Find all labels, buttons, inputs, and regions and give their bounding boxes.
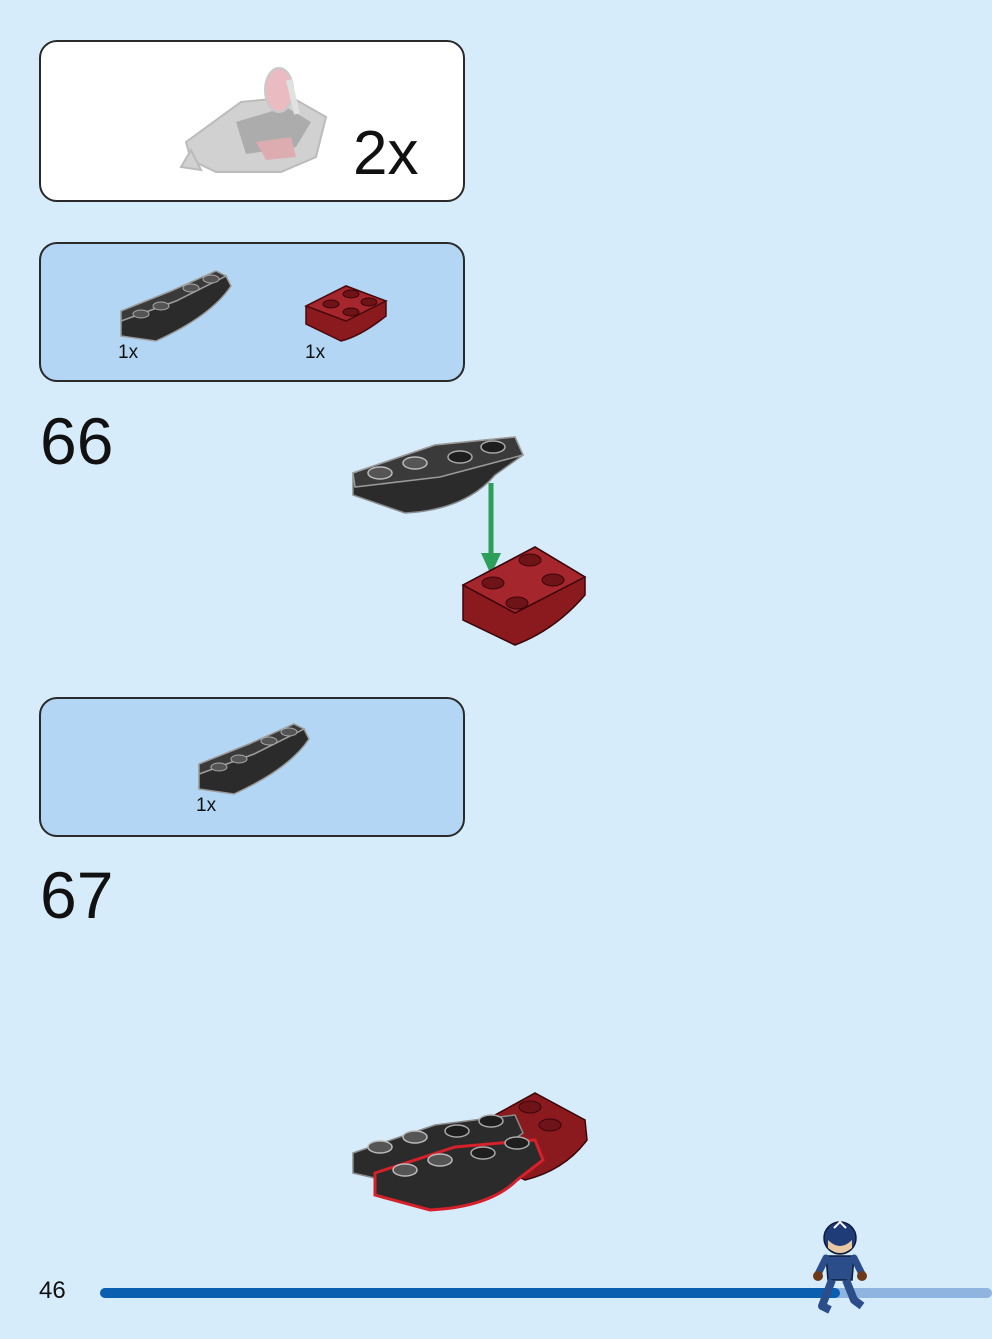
submodel-callout: 2x [39, 40, 465, 202]
parts-list-step-67: 1x [39, 697, 465, 837]
step-number-66: 66 [40, 404, 114, 478]
part-image-black-curved-slope [198, 723, 310, 795]
submodel-image [179, 67, 328, 173]
minifigure-progress-icon [813, 1220, 867, 1314]
step-number-67: 67 [40, 858, 114, 932]
parts-list-step-66: 1x 1x [39, 242, 465, 382]
progress-bar-fill [100, 1288, 840, 1298]
submodel-multiplier: 2x [353, 119, 419, 188]
step-66-assembly [352, 436, 587, 646]
page-number: 46 [39, 1277, 66, 1304]
part-quantity: 1x [118, 342, 139, 363]
part-image-dark-red-slope [304, 285, 388, 342]
part-quantity: 1x [305, 342, 326, 363]
step-67-assembly [352, 1092, 588, 1212]
part-quantity: 1x [196, 795, 217, 816]
part-image-black-curved-slope [120, 270, 232, 342]
